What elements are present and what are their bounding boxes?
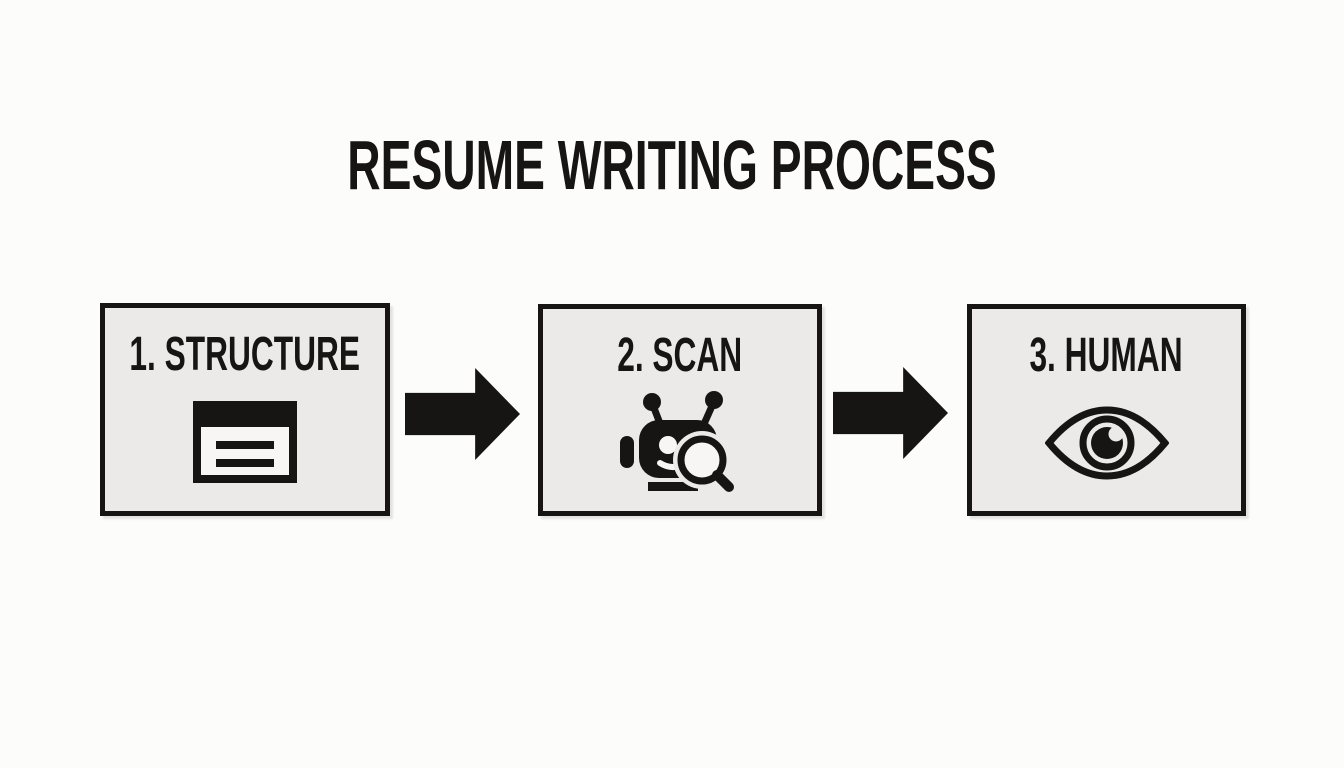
step-box-scan: 2. SCAN [538,304,822,516]
step-box-structure: 1. STRUCTURE [100,303,390,516]
step-label-structure: 1. STRUCTURE [129,328,361,381]
step-label-human: 3. HUMAN [1029,329,1184,382]
step-box-human: 3. HUMAN [967,304,1246,516]
step-icon-wrap [972,379,1241,511]
eye-icon [1043,404,1170,487]
step-label-scan: 2. SCAN [617,329,743,382]
page-title: RESUME WRITING PROCESS [347,126,997,204]
step-icon-wrap [105,378,385,511]
robot-scan-icon [618,390,742,501]
step-icon-wrap [543,379,817,511]
arrow-right-icon [405,368,520,460]
arrow-right-icon [833,367,948,459]
document-icon [193,401,297,488]
